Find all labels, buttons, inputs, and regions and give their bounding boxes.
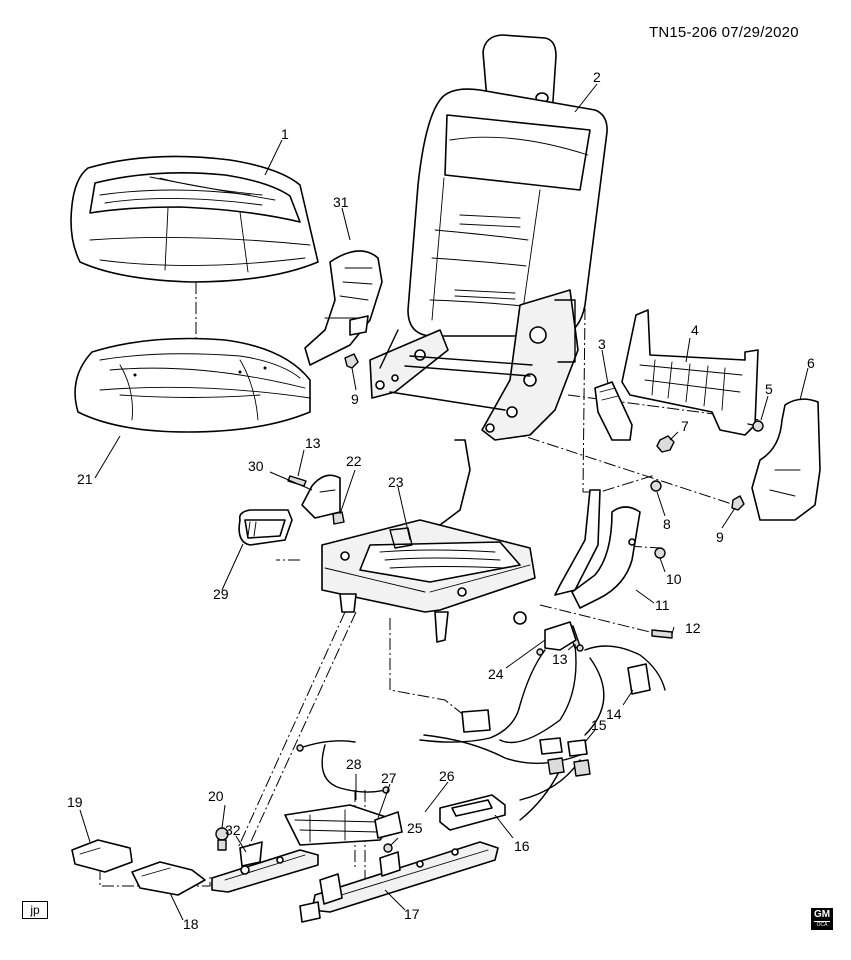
view-code-box: jp xyxy=(22,901,48,919)
callout-21: 21 xyxy=(77,471,93,487)
part-5-screw xyxy=(747,420,764,432)
callout-30: 30 xyxy=(248,458,264,474)
callout-17: 17 xyxy=(404,906,420,922)
part-1-seat-cushion-cover xyxy=(70,155,319,283)
part-13-bolt-upper xyxy=(287,475,307,487)
part-7-nut xyxy=(656,435,675,453)
callout-14: 14 xyxy=(606,706,622,722)
callout-20: 20 xyxy=(208,788,224,804)
callout-28: 28 xyxy=(346,756,362,772)
part-29-side-handle xyxy=(238,509,293,546)
callout-32: 32 xyxy=(225,822,241,838)
callout-18: 18 xyxy=(183,916,199,932)
part-22-clip xyxy=(332,511,345,525)
callout-9-right: 9 xyxy=(716,529,724,545)
callout-5: 5 xyxy=(765,381,773,397)
gm-logo-subtext: OCA xyxy=(816,922,828,928)
leader-lines xyxy=(79,83,809,921)
callout-3: 3 xyxy=(598,336,606,352)
callout-1: 1 xyxy=(281,126,289,142)
part-10-nut xyxy=(654,547,666,559)
callout-23: 23 xyxy=(388,474,404,490)
callout-7: 7 xyxy=(681,418,689,434)
part-28-cable xyxy=(296,740,390,794)
callout-11: 11 xyxy=(655,597,670,613)
part-24-bracket xyxy=(544,621,577,651)
gm-logo-bar xyxy=(814,921,830,922)
part-32-left-track xyxy=(211,841,319,893)
drawing-id: TN15-206 07/29/2020 xyxy=(649,24,799,41)
callout-4: 4 xyxy=(691,322,699,338)
callout-6: 6 xyxy=(807,355,815,371)
callout-31: 31 xyxy=(333,194,349,210)
seat-back-frame xyxy=(369,289,579,441)
callout-12: 12 xyxy=(685,620,701,636)
part-9-clip-left xyxy=(344,353,359,369)
part-17-right-track xyxy=(299,841,499,923)
part-23-seat-frame xyxy=(321,439,601,643)
callout-8: 8 xyxy=(663,516,671,532)
part-31-side-trim xyxy=(304,250,383,366)
part-30-cover xyxy=(301,474,341,519)
part-14-15-wiring-harness xyxy=(419,644,666,821)
callout-19: 19 xyxy=(67,794,83,810)
callout-16: 16 xyxy=(514,838,530,854)
callout-29: 29 xyxy=(213,586,229,602)
callout-9-left: 9 xyxy=(351,391,359,407)
part-3-recliner-cover xyxy=(594,381,633,441)
gm-logo-text: GM xyxy=(813,909,831,920)
callout-2: 2 xyxy=(593,69,601,85)
callout-24: 24 xyxy=(488,666,504,682)
callout-26: 26 xyxy=(439,768,455,784)
part-16-track-cover xyxy=(439,794,506,831)
callout-25: 25 xyxy=(407,820,423,836)
part-6-right-side-trim xyxy=(751,398,821,521)
callout-22: 22 xyxy=(346,453,362,469)
part-11-side-shield xyxy=(571,506,641,609)
assembly-lines xyxy=(99,282,761,887)
part-19-track-cover xyxy=(71,839,133,873)
part-12-bolt xyxy=(651,629,673,639)
callout-27: 27 xyxy=(381,770,397,786)
part-2-seat-back xyxy=(407,34,608,337)
part-21-seat-cushion-pad xyxy=(74,337,311,433)
part-26-bracket xyxy=(374,811,403,839)
part-18-track-cover xyxy=(131,861,206,896)
part-8-bolt xyxy=(650,480,662,492)
callout-13-upper: 13 xyxy=(305,435,321,451)
callout-15: 15 xyxy=(591,717,607,733)
gm-logo: GM OCA xyxy=(811,908,833,930)
part-9-clip-right xyxy=(731,495,745,511)
callout-13-lower: 13 xyxy=(552,651,568,667)
part-4-seat-back-panel xyxy=(621,309,759,436)
callout-10: 10 xyxy=(666,571,682,587)
